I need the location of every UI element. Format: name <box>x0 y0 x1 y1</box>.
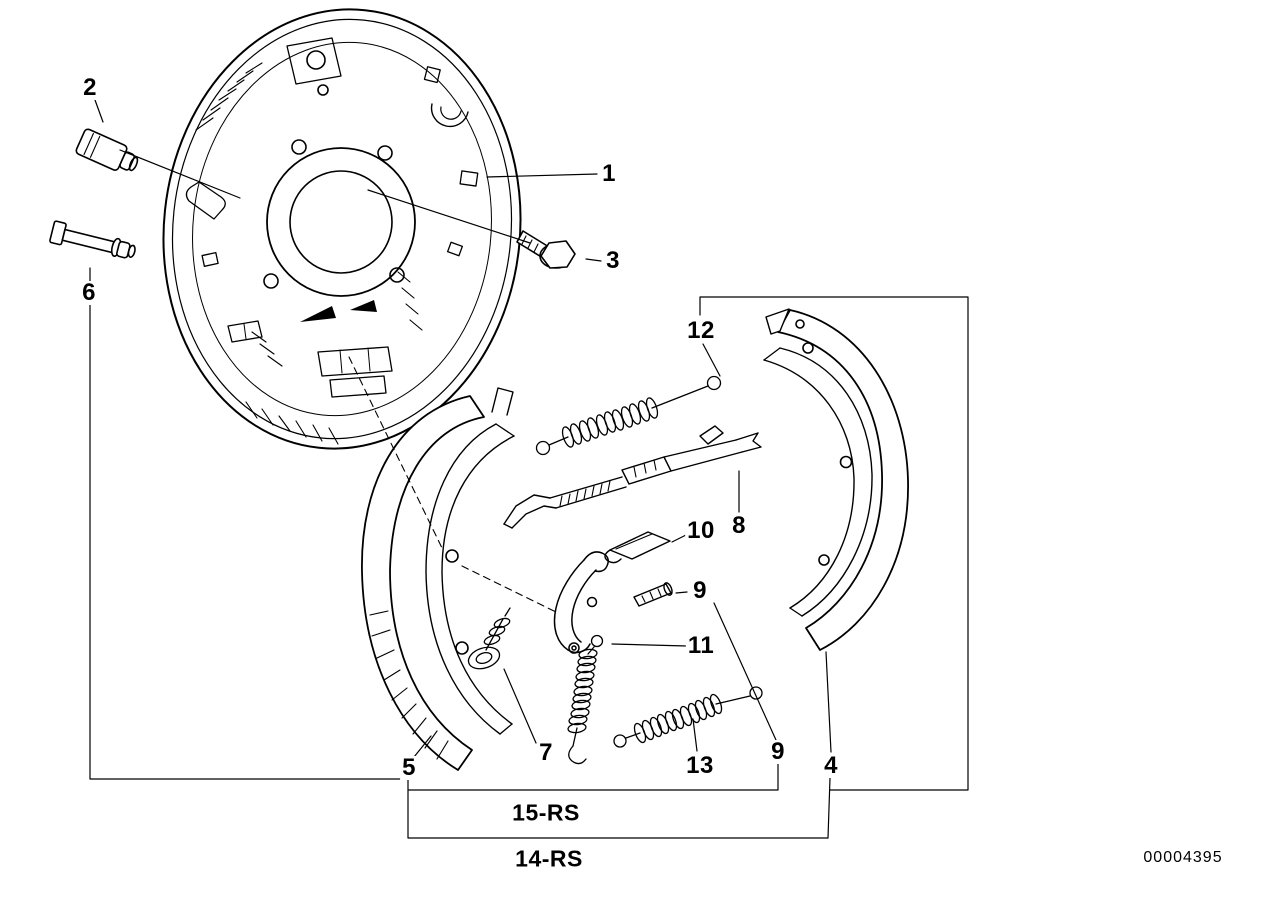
callout-8: 8 <box>730 512 748 539</box>
lower-vertical-spring <box>567 634 604 765</box>
plug-part-2 <box>75 128 139 172</box>
leader-lines <box>89 99 832 758</box>
callout-15-rs: 15-RS <box>510 799 582 826</box>
assembly-dashed-lines <box>348 356 557 613</box>
callout-6: 6 <box>80 279 98 306</box>
callout-13: 13 <box>684 752 716 779</box>
catalog-number: 00004395 <box>1143 849 1223 866</box>
callout-1: 1 <box>600 160 618 187</box>
spring-plate-part-10 <box>604 531 671 564</box>
bolt-part-3 <box>516 230 576 269</box>
callout-2: 2 <box>81 74 99 101</box>
pin-part-6 <box>49 220 136 259</box>
brake-shoe-right <box>763 308 909 651</box>
hold-down-spring-part-7 <box>467 607 511 670</box>
brake-lever-part-11 <box>553 551 609 654</box>
brake-shoe-left <box>361 387 515 771</box>
callout-4: 4 <box>822 752 840 779</box>
upper-return-spring <box>535 375 722 456</box>
callout-7: 7 <box>537 739 555 766</box>
callout-9-upper: 9 <box>691 577 709 604</box>
pin-part-9 <box>633 582 673 607</box>
callout-5: 5 <box>400 754 418 781</box>
lower-return-spring-part-13 <box>613 686 763 748</box>
callout-3: 3 <box>604 247 622 274</box>
callout-14-rs: 14-RS <box>513 845 585 872</box>
callout-12: 12 <box>685 317 717 344</box>
callout-11: 11 <box>685 632 717 659</box>
backing-plate <box>162 8 522 450</box>
callout-10: 10 <box>685 517 717 544</box>
adjuster-strut <box>503 425 762 529</box>
callout-9-lower: 9 <box>769 738 787 765</box>
group-bracket-lines <box>89 296 969 839</box>
